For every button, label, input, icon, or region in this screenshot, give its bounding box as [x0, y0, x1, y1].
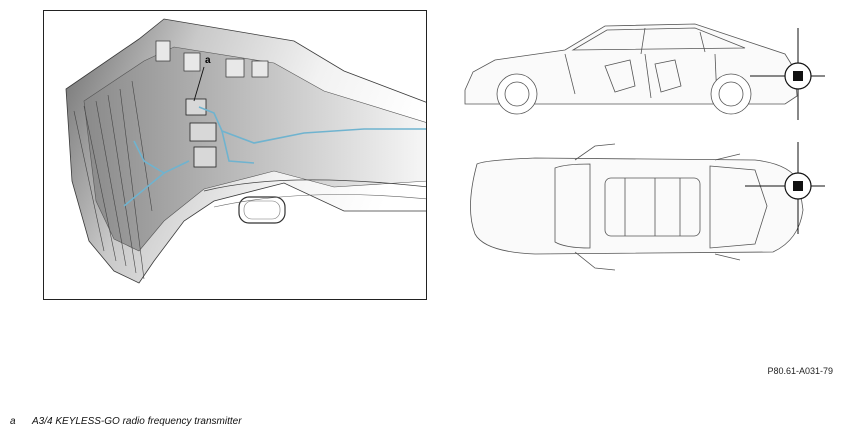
lower-trim-2: [213, 194, 426, 208]
vehicle-side-view: [464, 23, 798, 115]
bumper-inner-cavity: [83, 46, 426, 252]
vehicle-top-view: [470, 143, 804, 271]
bumper-detail-panel: a: [43, 10, 427, 300]
vehicle-outline-drawings: [464, 23, 825, 271]
bumper-ribs: [73, 80, 153, 280]
exhaust-cutout: [238, 196, 286, 224]
side-view-location-marker: [750, 28, 825, 120]
lower-trim: [203, 179, 426, 192]
vehicle-location-views: [455, 14, 840, 314]
upper-brackets: [155, 40, 269, 78]
wiring-harness: [123, 106, 426, 207]
transmitter-module: [185, 98, 217, 168]
legend-key: a: [10, 416, 16, 427]
legend-text: A3/4 KEYLESS-GO radio frequency transmit…: [32, 416, 242, 427]
legend-row: a A3/4 KEYLESS-GO radio frequency transm…: [10, 416, 242, 427]
callout-letter: a: [205, 55, 211, 66]
rear-bumper-illustration: a: [65, 18, 426, 284]
top-view-location-marker: [745, 142, 825, 234]
callout-leader: [193, 66, 205, 102]
figure-code: P80.61-A031-79: [767, 366, 833, 376]
